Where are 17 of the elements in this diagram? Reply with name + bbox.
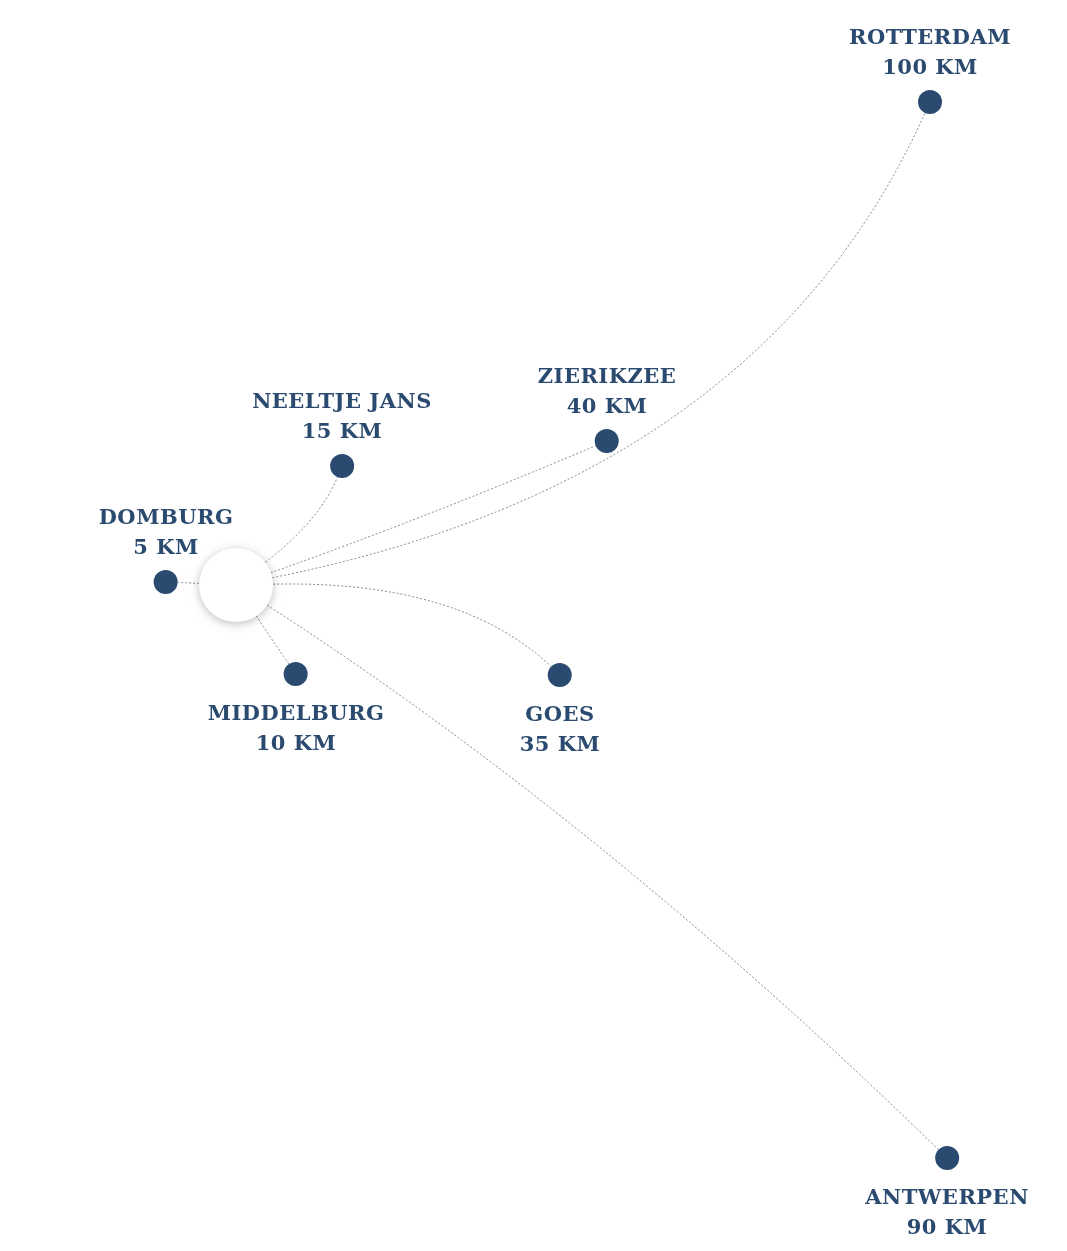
place-name: ZIERIKZEE bbox=[537, 362, 677, 390]
place-name: GOES bbox=[525, 700, 595, 728]
place-name: MIDDELBURG bbox=[207, 699, 385, 727]
distance-label: 40 KM bbox=[566, 392, 648, 420]
distance-label: 100 KM bbox=[882, 53, 978, 81]
place-name: DOMBURG bbox=[98, 503, 234, 531]
route-line bbox=[271, 112, 926, 579]
route-line bbox=[177, 582, 200, 584]
route-line bbox=[266, 604, 939, 1151]
place-name: NEELTJE JANS bbox=[252, 387, 432, 415]
distance-label: 35 KM bbox=[519, 730, 601, 758]
distance-label: 15 KM bbox=[301, 417, 383, 445]
place-name: ROTTERDAM bbox=[849, 23, 1011, 51]
distance-label: 5 KM bbox=[133, 533, 199, 561]
distance-label: 90 KM bbox=[906, 1213, 988, 1241]
distance-label: 10 KM bbox=[255, 729, 337, 757]
place-name: ANTWERPEN bbox=[865, 1183, 1029, 1211]
